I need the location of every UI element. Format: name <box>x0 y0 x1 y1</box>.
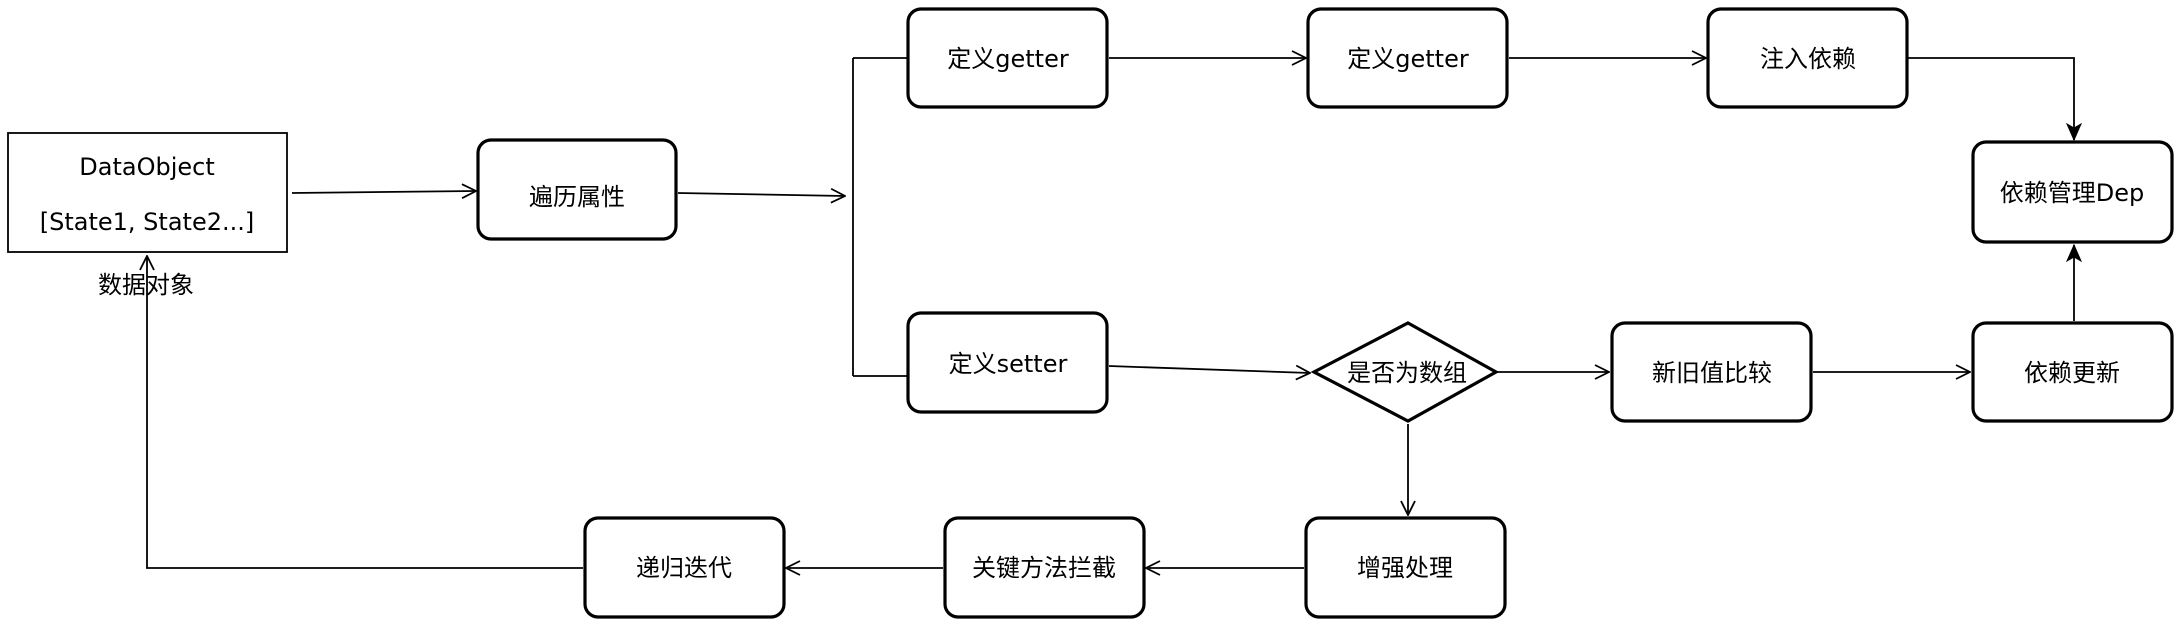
node-define-getter-1[interactable]: 定义getter <box>906 7 1109 109</box>
edge-inject-to-dep <box>1908 57 2074 140</box>
recursive-iteration-label: 递归迭代 <box>636 554 732 582</box>
dependency-manager-label: 依赖管理Dep <box>2000 179 2144 207</box>
define-getter-2-label: 定义getter <box>1347 45 1469 73</box>
define-getter-1-label: 定义getter <box>947 45 1069 73</box>
node-recursive-iteration[interactable]: 递归迭代 <box>583 516 786 619</box>
edge-traverse-to-branch <box>677 193 845 196</box>
node-dependency-manager[interactable]: 依赖管理Dep <box>1971 140 2174 244</box>
intercept-methods-label: 关键方法拦截 <box>972 554 1116 582</box>
compare-values-label: 新旧值比较 <box>1652 359 1772 387</box>
edge-setter-to-isarray <box>1108 366 1310 373</box>
node-traverse-properties[interactable]: 遍历属性 <box>476 138 678 241</box>
define-setter-label: 定义setter <box>949 350 1068 378</box>
decision-is-array[interactable]: 是否为数组 <box>1310 321 1500 423</box>
data-object-states: [State1, State2...] <box>40 208 254 236</box>
node-define-getter-2[interactable]: 定义getter <box>1306 7 1509 109</box>
node-dependency-update[interactable]: 依赖更新 <box>1971 321 2174 423</box>
edges <box>147 58 2074 568</box>
dependency-update-label: 依赖更新 <box>2024 359 2120 387</box>
data-object-caption: 数据对象 <box>98 271 194 299</box>
node-inject-dependency[interactable]: 注入依赖 <box>1706 7 1909 109</box>
inject-dependency-label: 注入依赖 <box>1760 45 1856 73</box>
node-define-setter[interactable]: 定义setter <box>906 311 1109 414</box>
node-data-object[interactable]: DataObject [State1, State2...] <box>7 132 288 253</box>
node-compare-values[interactable]: 新旧值比较 <box>1610 321 1813 423</box>
data-object-title: DataObject <box>79 153 214 181</box>
traverse-label: 遍历属性 <box>529 183 625 211</box>
node-enhance[interactable]: 增强处理 <box>1304 516 1507 619</box>
edge-dataobject-to-traverse <box>291 191 476 193</box>
node-intercept-methods[interactable]: 关键方法拦截 <box>943 516 1146 619</box>
is-array-label: 是否为数组 <box>1347 359 1467 387</box>
edge-recurse-to-dataobject <box>147 256 583 569</box>
enhance-label: 增强处理 <box>1357 554 1453 582</box>
